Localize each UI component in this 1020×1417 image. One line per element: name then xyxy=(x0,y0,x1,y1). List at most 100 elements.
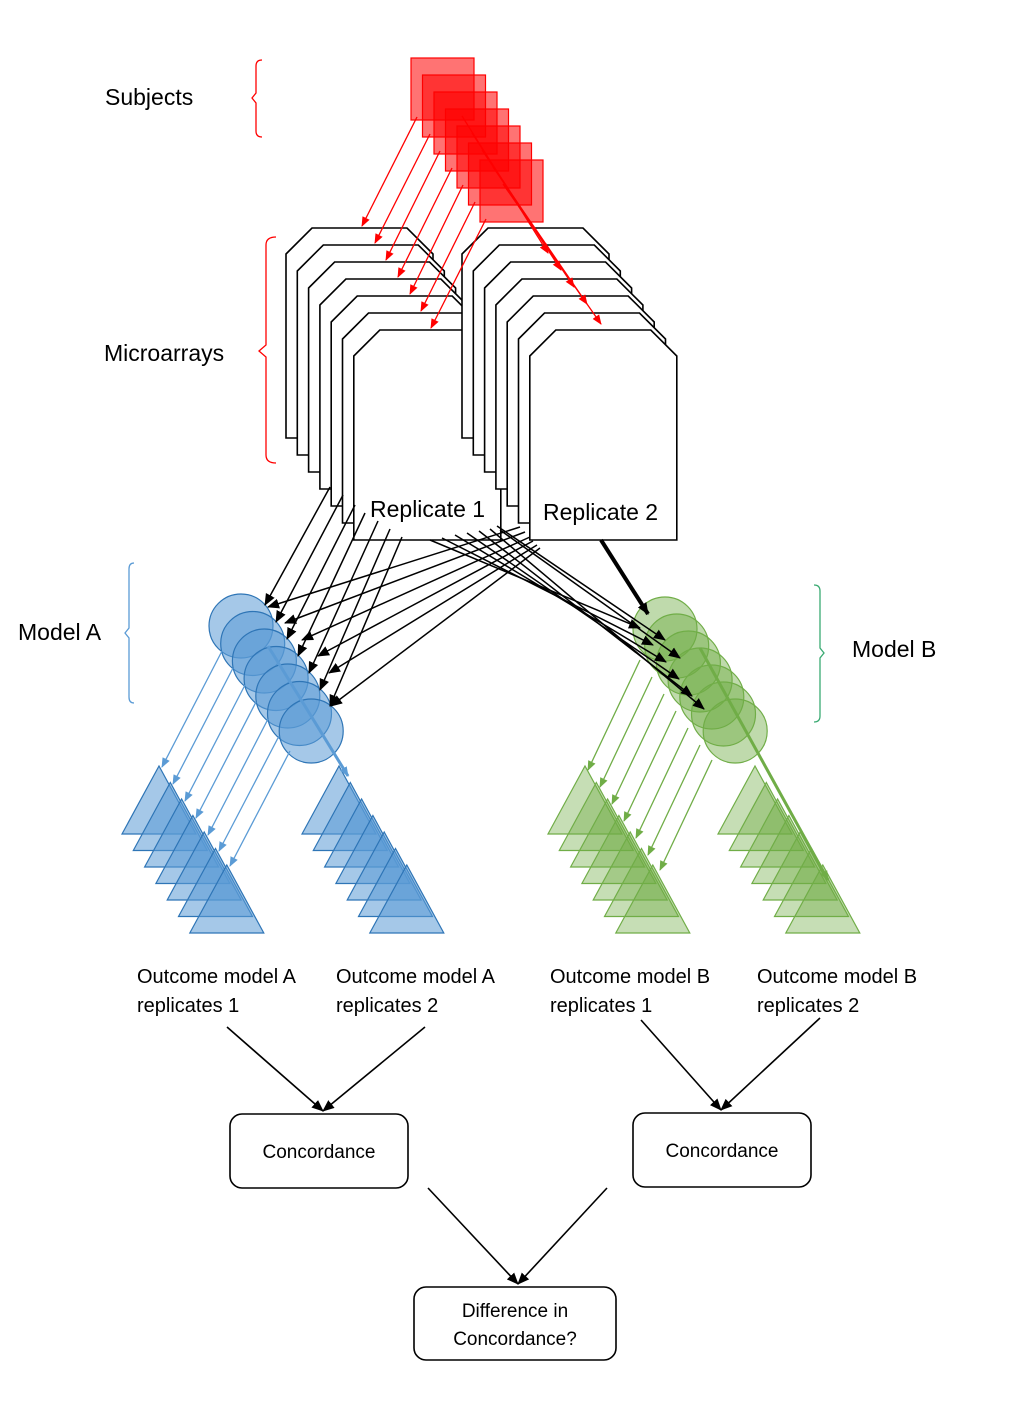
array-to-model-b-arrow xyxy=(454,534,667,663)
array-to-model-arrows xyxy=(264,486,705,710)
row-brackets xyxy=(124,59,825,723)
model-to-outcome-arrows xyxy=(161,645,830,881)
model-a-bracket xyxy=(124,562,135,704)
outcome-b-rep1-triangle xyxy=(546,764,624,835)
outcome-a-rep1-line1: Outcome model A xyxy=(137,966,297,988)
outcome-a-rep2-line2: replicates 2 xyxy=(336,995,438,1017)
arrow-b1-to-concordance xyxy=(640,1019,722,1111)
arrow-conc-a-to-difference xyxy=(427,1187,519,1285)
subject-to-array-arrows xyxy=(361,115,602,329)
model-a-label: Model A xyxy=(18,619,102,645)
outcome-b-rep1-triangle xyxy=(569,797,646,868)
subject-to-rep1-arrow xyxy=(361,116,418,227)
outcome-b-rep1-triangles xyxy=(546,764,691,934)
concordance-a-label: Concordance xyxy=(262,1142,375,1163)
arrow-a2-to-concordance xyxy=(322,1026,426,1112)
replicate-1-label: Replicate 1 xyxy=(370,496,485,522)
model-a-to-rep1-arrow xyxy=(184,684,246,802)
model-a-to-rep1-arrow xyxy=(172,667,234,785)
model-a-to-rep1-arrow xyxy=(218,735,280,852)
microarrays-label: Microarrays xyxy=(104,340,224,366)
outcome-b-rep1-triangle xyxy=(592,830,669,901)
array-to-model-b-arrow xyxy=(499,529,681,659)
outcome-b-rep1-triangle xyxy=(580,814,657,885)
model-a-circles xyxy=(208,593,344,764)
model-b-to-rep1-arrow xyxy=(623,710,677,822)
model-b-to-rep1-arrow xyxy=(611,693,665,805)
model-b-to-rep1-arrow xyxy=(635,727,689,839)
concordance-arrows xyxy=(226,1017,821,1285)
outcome-b-rep2-triangle xyxy=(739,797,816,868)
model-a-circle xyxy=(278,698,344,764)
replicate-2-label: Replicate 2 xyxy=(543,499,658,525)
model-b-to-rep1-arrow xyxy=(647,744,701,856)
model-b-to-rep2-arrow xyxy=(698,647,830,881)
array-to-model-a-arrow xyxy=(329,536,403,707)
outcome-b-rep1-triangle xyxy=(614,863,691,934)
array-to-model-b-bold-arrow xyxy=(599,538,650,616)
model-b-bracket xyxy=(813,584,825,723)
model-b-to-rep1-arrow xyxy=(659,759,713,871)
outcome-a-rep2-triangles xyxy=(300,764,445,934)
subject-to-rep1-arrow xyxy=(374,133,431,244)
model-a-to-rep2-arrow xyxy=(266,645,350,777)
model-b-circle xyxy=(702,698,768,764)
array-to-model-a-arrow xyxy=(330,547,541,707)
outcome-b-rep2-triangle xyxy=(728,781,805,852)
model-a-to-rep1-arrow xyxy=(207,718,269,836)
array-to-model-a-arrow xyxy=(301,536,531,641)
arrow-conc-b-to-difference xyxy=(517,1187,608,1285)
concordance-b-label: Concordance xyxy=(665,1141,778,1162)
array-to-model-a-arrow xyxy=(328,544,538,674)
model-b-label: Model B xyxy=(852,636,936,662)
outcome-b-rep2-triangle xyxy=(773,847,850,918)
microarrays-bracket xyxy=(258,236,277,464)
outcome-a-rep1-triangles xyxy=(120,764,265,934)
microarray-cards xyxy=(285,227,678,541)
outcome-b-rep2-line1: Outcome model B xyxy=(757,966,917,988)
model-b-to-rep1-arrow xyxy=(599,676,653,788)
outcome-b-rep1-triangle xyxy=(603,847,680,918)
outcome-b-rep2-triangle xyxy=(716,764,794,835)
subject-to-rep1-arrow xyxy=(385,150,441,261)
array-to-model-a-arrow xyxy=(264,486,331,606)
subject-to-rep1-arrow xyxy=(420,201,476,312)
outcome-b-rep2-triangles xyxy=(716,764,861,934)
subject-to-rep2-arrow xyxy=(502,183,602,325)
concordance-a-box xyxy=(229,1113,409,1189)
arrow-a1-to-concordance xyxy=(226,1026,324,1112)
difference-label-line2: Concordance? xyxy=(453,1329,577,1350)
model-b-circle xyxy=(690,681,757,747)
subject-to-rep1-arrow xyxy=(409,184,464,295)
array-to-model-a-arrow xyxy=(275,494,344,623)
subject-to-rep1-arrow xyxy=(397,167,453,278)
array-to-model-a-arrow xyxy=(284,531,526,624)
array-to-model-a-arrow xyxy=(286,504,356,640)
outcome-a-rep2-triangle xyxy=(368,863,445,934)
outcome-a-rep1-line2: replicates 1 xyxy=(137,995,239,1017)
outcome-b-rep1-line2: replicates 1 xyxy=(550,995,652,1017)
subject-square xyxy=(479,159,544,223)
outcome-a-rep2-line1: Outcome model A xyxy=(336,966,496,988)
model-b-circles xyxy=(632,596,768,764)
outcome-b-rep1-line1: Outcome model B xyxy=(550,966,710,988)
array-to-model-a-arrow xyxy=(297,512,366,657)
concordance-b-box xyxy=(632,1112,812,1188)
model-a-to-rep1-arrow xyxy=(229,750,291,867)
subjects-bracket xyxy=(251,59,263,138)
outcome-b-rep2-triangle xyxy=(784,863,861,934)
outcome-a-rep1-triangle xyxy=(188,863,265,934)
microarray-card-rep2 xyxy=(529,329,678,541)
outcome-b-rep2-line2: replicates 2 xyxy=(757,995,859,1017)
model-a-to-rep1-arrow xyxy=(161,650,223,768)
subjects-label: Subjects xyxy=(105,84,193,110)
array-to-model-b-arrow xyxy=(466,532,680,680)
model-b-to-rep1-arrow xyxy=(587,659,641,771)
subject-to-rep1-arrow xyxy=(430,218,487,329)
outcome-b-rep1-triangle xyxy=(558,781,635,852)
difference-label-line1: Difference in xyxy=(462,1301,568,1322)
array-to-model-b-arrow xyxy=(489,528,705,710)
difference-box xyxy=(413,1286,617,1361)
model-a-to-rep1-arrow xyxy=(195,701,257,819)
